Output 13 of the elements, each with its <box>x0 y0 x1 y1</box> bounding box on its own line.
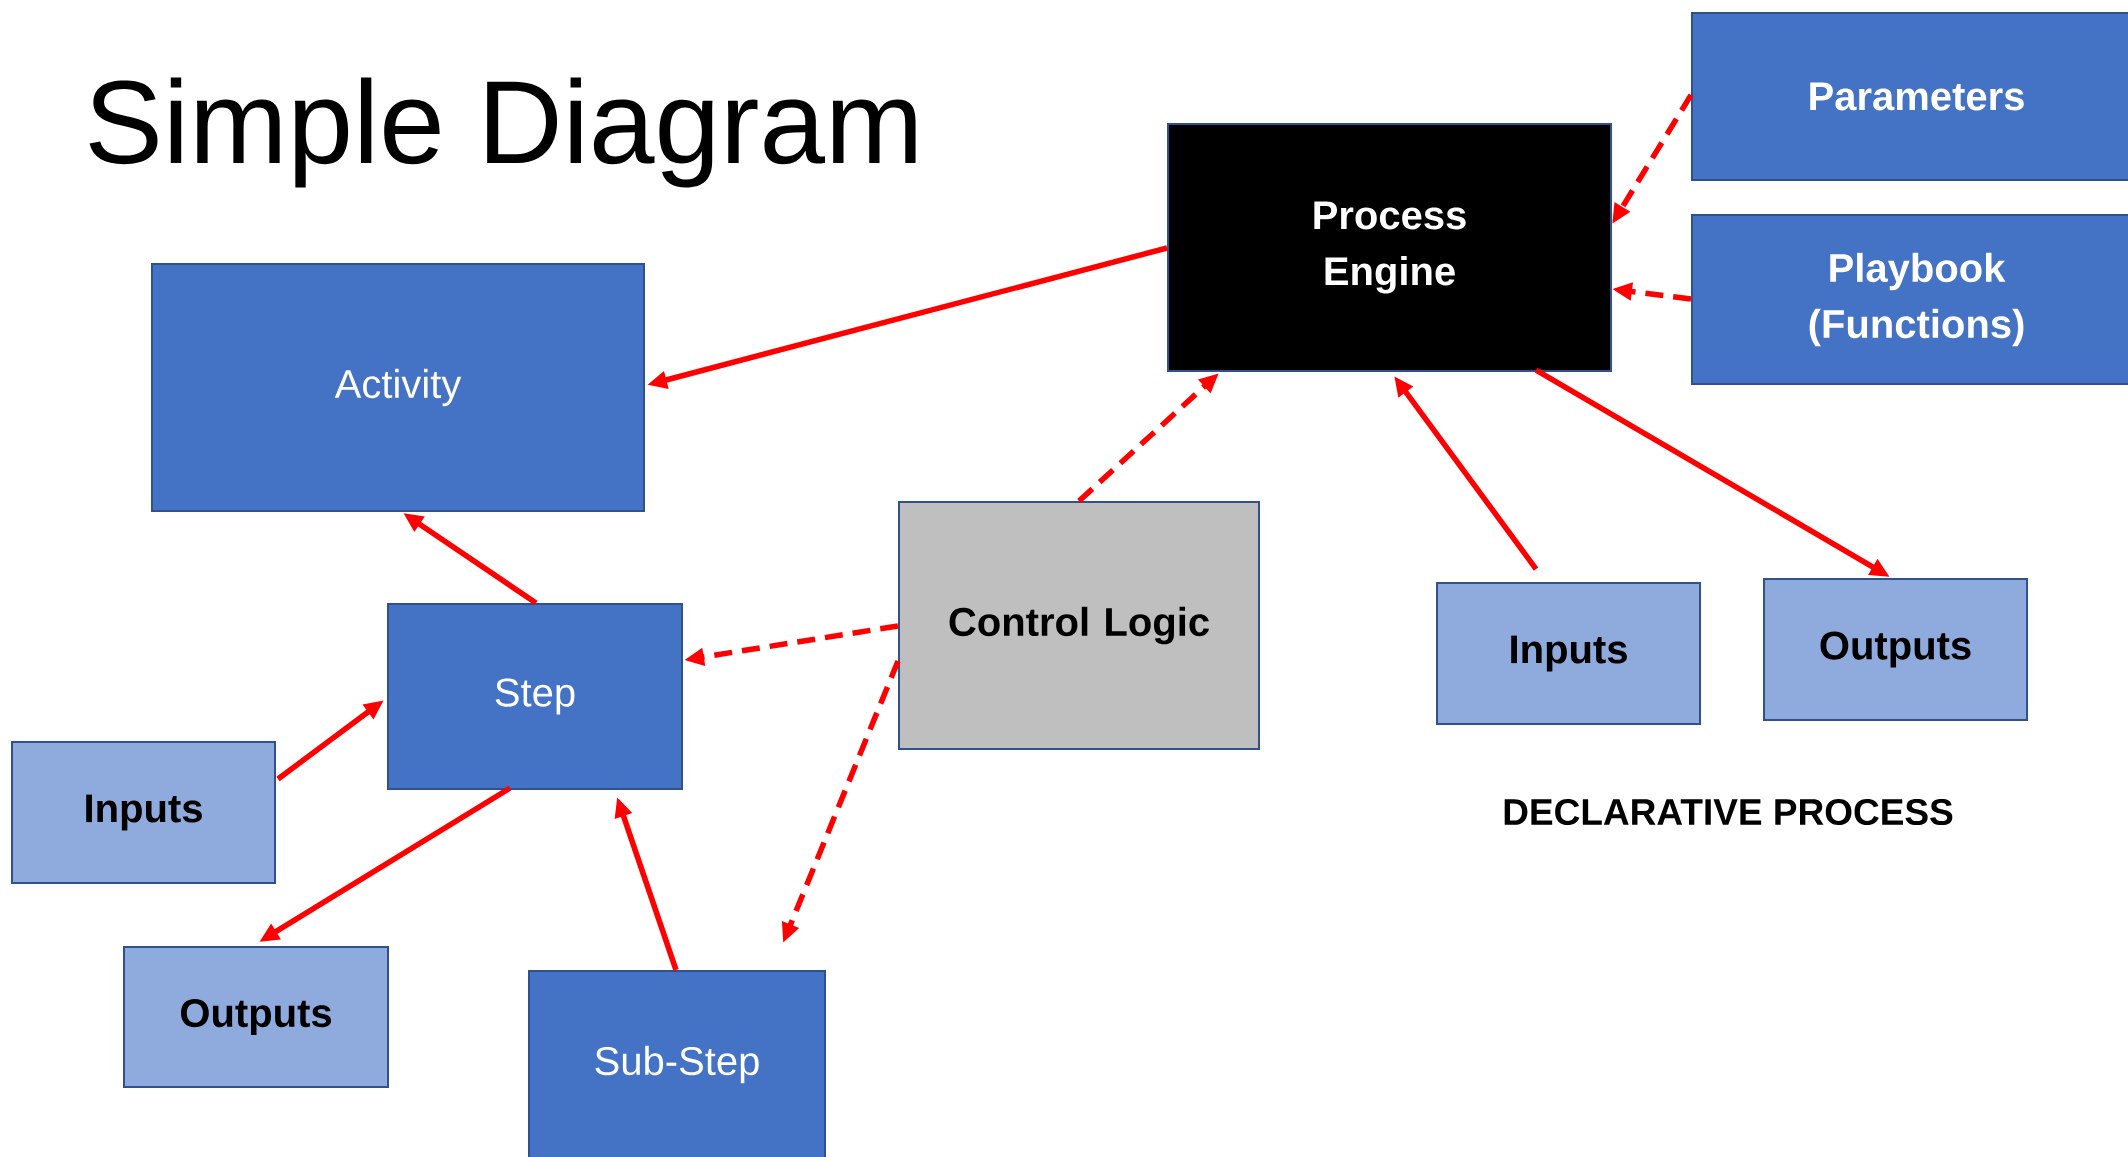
process-box: Outputs <box>1763 578 2028 721</box>
process-box: Control Logic <box>898 501 1260 750</box>
process-box: Playbook (Functions) <box>1691 214 2128 385</box>
process-box: Inputs <box>11 741 276 884</box>
process-box: Parameters <box>1691 12 2128 181</box>
title: Simple Diagram <box>89 77 916 188</box>
process-box: Inputs <box>1436 582 1701 725</box>
process-box: Activity <box>151 263 645 512</box>
process-box: Sub-Step <box>528 970 826 1157</box>
section-label: DECLARATIVE PROCESS <box>1504 798 1953 826</box>
process-box: Process Engine <box>1167 123 1612 372</box>
process-box: Outputs <box>123 946 389 1088</box>
process-box: Step <box>387 603 683 790</box>
